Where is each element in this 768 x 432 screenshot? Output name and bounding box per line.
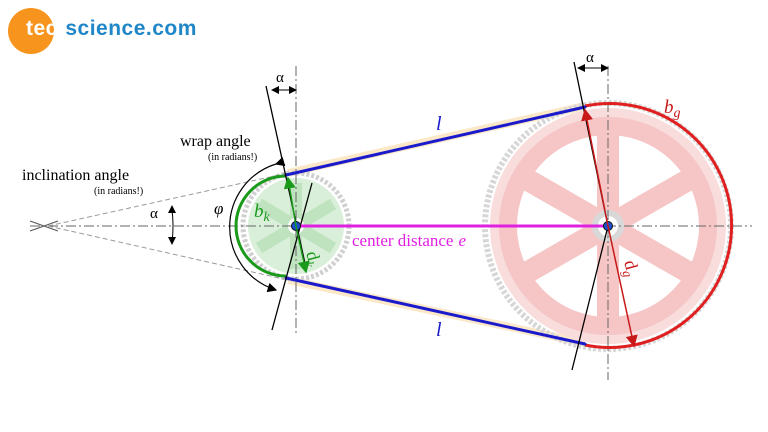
bk-label: bk — [254, 201, 271, 225]
logo-badge — [8, 8, 54, 54]
bg-label-main: b — [664, 97, 674, 118]
wrap-angle-arc — [229, 156, 286, 293]
dk-arrow — [295, 225, 310, 274]
belt-lines — [284, 105, 587, 346]
center-distance-var: e — [458, 231, 466, 250]
bk-label-main: b — [254, 201, 264, 222]
wrap-angle-label: wrap angle — [180, 133, 251, 150]
alpha-inclination-label: α — [150, 206, 158, 222]
belt-length-bottom-label: l — [436, 319, 442, 341]
phi-label: φ — [214, 199, 223, 218]
bk-label-sub: k — [264, 210, 271, 225]
center-distance-label: center distance e — [352, 231, 466, 250]
dg-label-sub: g — [620, 269, 636, 280]
belt-length-top-label: l — [436, 113, 442, 135]
center-distance-text: center distance — [352, 231, 453, 250]
bg-radius-arrow — [581, 108, 609, 227]
large-pulley — [482, 100, 734, 352]
large-pulley-contact-arc — [584, 102, 734, 349]
inclination-arc — [171, 209, 174, 243]
logo-text: tec-science.com — [26, 17, 197, 41]
logo-text-part1: tec- — [26, 17, 66, 40]
bg-label-sub: g — [674, 106, 681, 121]
bg-label: bg — [664, 97, 681, 121]
wrap-angle-note: (in radians!) — [208, 152, 257, 163]
alpha-right-label: α — [586, 50, 594, 66]
dg-arrow — [607, 225, 638, 348]
alpha-left-label: α — [276, 70, 284, 86]
logo-text-part2: science.com — [65, 17, 197, 40]
inclination-angle-label: inclination angle — [22, 167, 129, 184]
dk-label-sub: k — [302, 260, 318, 270]
bk-arrow — [283, 176, 297, 227]
small-pulley-contact-arc — [234, 174, 287, 278]
inclination-angle-note: (in radians!) — [94, 186, 143, 197]
apex-mark — [29, 220, 59, 232]
